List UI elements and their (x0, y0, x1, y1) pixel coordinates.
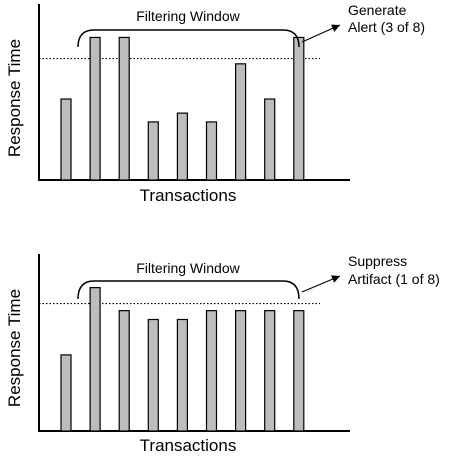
bar (205, 310, 218, 432)
x-axis-label: Transactions (140, 436, 237, 455)
bar (89, 287, 101, 432)
x-axis-label: Transactions (140, 186, 237, 205)
arrowhead (331, 24, 340, 32)
filtering-window-label: Filtering Window (136, 260, 240, 276)
bar (235, 310, 247, 432)
y-axis-label: Response Time (5, 289, 24, 407)
chart-panel-bottom: Response Time Transactions Filtering Win… (5, 253, 440, 455)
filtering-window-bracket (77, 29, 300, 48)
filtering-window-bracket (77, 280, 300, 300)
bar (147, 121, 159, 181)
annotation-line-2: Alert (3 of 8) (348, 19, 425, 35)
bar (293, 36, 305, 181)
bar (235, 63, 247, 181)
arrowhead (331, 275, 340, 283)
bar (118, 310, 130, 432)
bar (176, 318, 188, 432)
bar (205, 121, 218, 181)
bar (293, 310, 305, 432)
annotation-line-2: Artifact (1 of 8) (348, 271, 440, 287)
bar (118, 36, 130, 181)
bar (60, 354, 72, 432)
bar (264, 98, 276, 181)
bar (176, 112, 188, 181)
bar (89, 36, 101, 181)
annotation-line-1: Suppress (348, 253, 407, 269)
y-axis-label: Response Time (5, 39, 24, 157)
filtering-window-label: Filtering Window (136, 8, 240, 24)
bar (264, 310, 276, 432)
bar (60, 98, 72, 181)
annotation-line-1: Generate (348, 2, 407, 18)
chart-panel-top: Response Time Transactions Filtering Win… (5, 2, 425, 205)
bar (147, 318, 159, 432)
